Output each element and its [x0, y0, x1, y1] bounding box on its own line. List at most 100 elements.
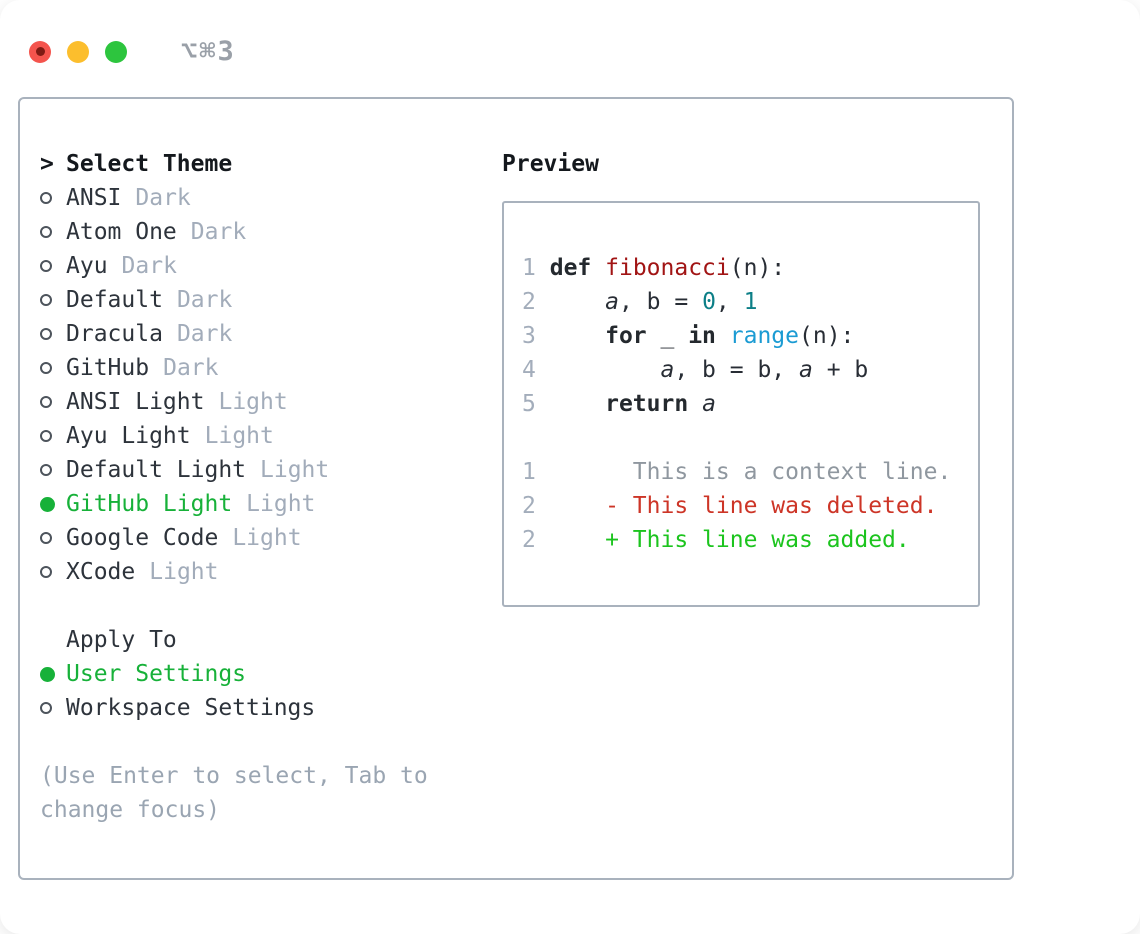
line-number: 5: [522, 391, 536, 417]
code-segment-plain: [550, 391, 605, 417]
code-segment-plain: ,: [715, 289, 744, 315]
preview-lines: 1 def fibonacci(n): 2 a , b = 0, 1 3 for _ …: [522, 251, 978, 557]
radio-icon: [40, 396, 66, 408]
line-number: 1: [522, 459, 536, 485]
code-segment-plain: _: [646, 323, 689, 349]
radio-circle: [40, 666, 55, 682]
theme-option-ayu[interactable]: Ayu Dark: [40, 249, 502, 283]
theme-name: ANSI: [66, 185, 122, 211]
radio-circle: [40, 328, 52, 340]
theme-name: Ayu Light: [66, 423, 191, 449]
code-segment-keyword: return: [605, 391, 689, 417]
theme-variant-tag: Dark: [176, 321, 233, 347]
diff-line-context: 1 This is a context line.: [522, 455, 978, 489]
code-segment-plain: (n):: [799, 323, 855, 349]
radio-icon: [40, 328, 66, 340]
code-segment-plain: [550, 357, 661, 383]
select-theme-title: Select Theme: [66, 151, 233, 177]
apply-to-header: Apply To: [40, 623, 502, 657]
theme-option-github-light[interactable]: GitHub Light Light: [40, 487, 502, 521]
code-segment-variable: a: [798, 357, 813, 383]
select-theme-header: > Select Theme: [40, 147, 502, 181]
minimize-button[interactable]: [67, 40, 89, 63]
code-line: 3 for _ in range(n):: [522, 319, 978, 353]
code-segment-plain: [688, 391, 702, 417]
radio-icon: [40, 192, 66, 204]
radio-circle: [40, 226, 52, 238]
radio-circle: [40, 702, 52, 714]
code-segment-number: 1: [743, 289, 758, 315]
radio-icon: [40, 260, 66, 272]
theme-variant-tag: Light: [246, 491, 316, 517]
code-segment-keyword: def: [549, 255, 592, 281]
radio-icon: [40, 702, 66, 714]
theme-option-atom-one[interactable]: Atom One Dark: [40, 215, 502, 249]
theme-name: Google Code: [66, 525, 219, 551]
theme-name: ANSI Light: [66, 389, 205, 415]
theme-name: Ayu: [66, 253, 108, 279]
window-shortcut-label: ⌥⌘3: [181, 36, 236, 67]
radio-selected-icon: [40, 496, 66, 512]
diff-text-deleted: - This line was deleted.: [549, 493, 938, 519]
theme-variant-tag: Dark: [190, 219, 247, 245]
radio-circle: [40, 396, 52, 408]
zoom-button[interactable]: [105, 40, 127, 63]
preview-title: Preview: [502, 151, 599, 177]
theme-name: GitHub: [66, 355, 150, 381]
theme-name: Default Light: [66, 457, 247, 483]
theme-name: Dracula: [66, 321, 163, 347]
close-button[interactable]: [29, 40, 51, 63]
radio-icon: [40, 362, 66, 374]
apply-option-workspace-settings[interactable]: Workspace Settings: [40, 691, 502, 725]
line-number: 2: [522, 289, 536, 315]
theme-variant-tag: Light: [204, 423, 274, 449]
line-number: 2: [522, 493, 536, 519]
theme-name: XCode: [66, 559, 136, 585]
preview-box: 1 def fibonacci(n): 2 a , b = 0, 1 3 for _ …: [502, 201, 980, 607]
diff-line-deleted: 2 - This line was deleted.: [522, 489, 978, 523]
theme-name: Atom One: [66, 219, 177, 245]
apply-option-user-settings[interactable]: User Settings: [40, 657, 502, 691]
theme-option-ansi-light[interactable]: ANSI Light Light: [40, 385, 502, 419]
code-line: 1 def fibonacci(n):: [522, 251, 978, 285]
theme-name: Default: [66, 287, 163, 313]
radio-icon: [40, 532, 66, 544]
theme-name: GitHub Light: [66, 491, 233, 517]
theme-variant-tag: Dark: [135, 185, 191, 211]
radio-circle: [40, 294, 52, 306]
code-segment-plain: , b =: [618, 289, 703, 315]
code-segment-plain: [716, 323, 730, 349]
spacer: [40, 589, 502, 623]
radio-circle: [40, 496, 55, 512]
radio-selected-icon: [40, 666, 66, 682]
theme-option-ansi[interactable]: ANSI Dark: [40, 181, 502, 215]
code-segment-plain: + b: [812, 357, 869, 383]
theme-option-dracula[interactable]: Dracula Dark: [40, 317, 502, 351]
blank-line: [522, 421, 978, 455]
theme-variant-tag: Light: [232, 525, 302, 551]
preview-header: Preview: [502, 147, 988, 181]
theme-option-google-code[interactable]: Google Code Light: [40, 521, 502, 555]
code-line: 4 a, b = b, a + b: [522, 353, 978, 387]
code-segment-number: 0: [702, 289, 716, 315]
code-segment-variable: a: [702, 391, 716, 417]
diff-line-added: 2 + This line was added.: [522, 523, 978, 557]
code-segment-variable: a: [660, 357, 675, 383]
theme-option-ayu-light[interactable]: Ayu Light Light: [40, 419, 502, 453]
theme-variant-tag: Dark: [121, 253, 177, 279]
code-segment-plain: [550, 289, 605, 315]
caret-icon: >: [40, 151, 54, 177]
theme-variant-tag: Light: [218, 389, 288, 415]
apply-option-name: Workspace Settings: [66, 695, 316, 721]
preview-column: Preview 1 def fibonacci(n): 2 a , b = 0, 1…: [502, 147, 988, 878]
code-segment-plain: (n):: [729, 255, 786, 281]
code-line: 5 return a: [522, 387, 978, 421]
